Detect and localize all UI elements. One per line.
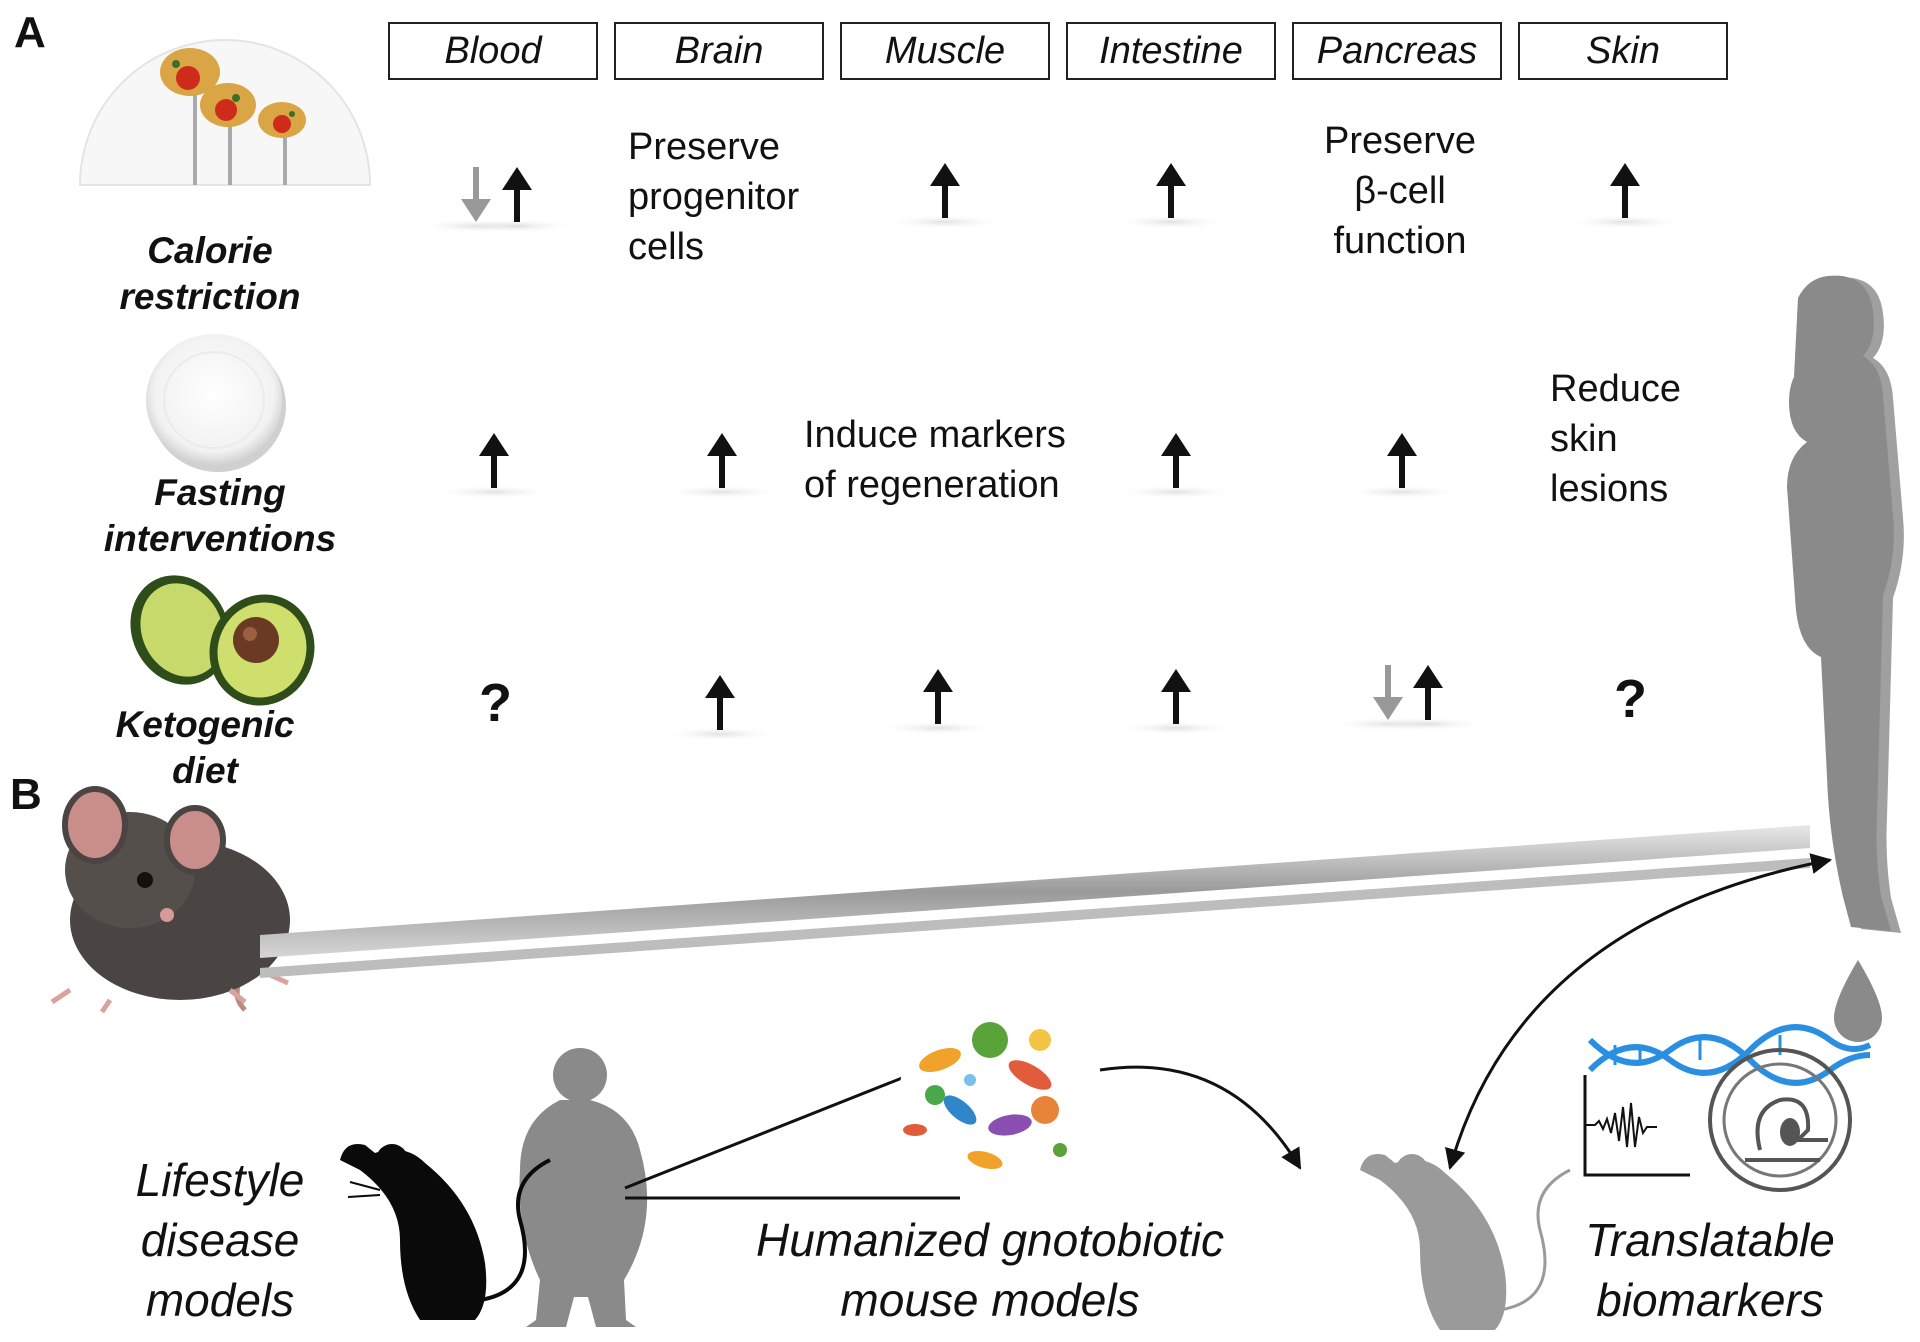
label-translatable-biomarkers: Translatable biomarkers bbox=[1585, 1214, 1835, 1326]
tissue-header-skin: Skin bbox=[1518, 22, 1728, 80]
arrow-brain-fasting-up bbox=[707, 433, 737, 488]
effect-skin-fasting: Reduce skin lesions bbox=[1550, 368, 1681, 510]
microbiome-transfer-arrow bbox=[1099, 1065, 1302, 1170]
effect-arrows bbox=[416, 163, 1685, 741]
arrow-muscle-cr-up bbox=[930, 163, 960, 218]
arrow-brain-fasting-up-shadow bbox=[662, 485, 782, 499]
label-lifestyle-models: Lifestyle disease models bbox=[135, 1154, 305, 1326]
arrow-intestine-cr-up-shadow bbox=[1111, 215, 1231, 229]
label-humanized-models: Humanized gnotobiotic mouse models bbox=[756, 1214, 1224, 1326]
arrow-muscle-cr-up-shadow bbox=[885, 215, 1005, 229]
target-mouse-icon bbox=[1360, 1154, 1571, 1330]
tissue-header-pancreas: Pancreas bbox=[1292, 22, 1502, 80]
lifestyle-mouse-icon bbox=[340, 1144, 551, 1320]
arrow-intestine-keto-up-shadow bbox=[1116, 721, 1236, 735]
arrow-intestine-keto-up bbox=[1161, 669, 1191, 724]
arrow-blood-cr-up-shadow bbox=[457, 219, 577, 233]
arrow-skin-cr-up bbox=[1610, 163, 1640, 218]
arrow-pancreas-fasting-up-shadow bbox=[1342, 485, 1462, 499]
arrow-muscle-keto-up-shadow bbox=[878, 721, 998, 735]
signal-icon bbox=[1583, 1075, 1690, 1177]
arrow-blood-cr-down bbox=[461, 167, 491, 222]
arrow-blood-cr-up bbox=[502, 167, 532, 222]
arrow-intestine-fasting-up-shadow bbox=[1116, 485, 1236, 499]
unknown-skin-ketogenic: ? bbox=[1614, 669, 1647, 729]
translation-double-arrow bbox=[1445, 853, 1833, 1171]
arrow-pancreas-keto-up-shadow bbox=[1368, 717, 1488, 731]
arrow-blood-fasting-up-shadow bbox=[434, 485, 554, 499]
obese-human-icon bbox=[519, 1048, 961, 1327]
panel-b-label: B bbox=[10, 770, 42, 819]
arrow-blood-fasting-up bbox=[479, 433, 509, 488]
arrow-brain-keto-up-shadow bbox=[660, 727, 780, 741]
empty-plate-icon bbox=[146, 334, 286, 472]
tissue-header-intestine: Intestine bbox=[1066, 22, 1276, 80]
scanner-icon bbox=[1708, 1048, 1852, 1192]
droplet-icon bbox=[1834, 960, 1882, 1042]
diet-label-fasting: Fasting interventions bbox=[103, 472, 337, 559]
effect-muscle-fasting: Induce markers of regeneration bbox=[804, 414, 1066, 506]
arrow-brain-keto-up bbox=[705, 675, 735, 730]
diet-label-calorie-restriction: Calorie restriction bbox=[119, 230, 301, 317]
tissue-header-blood: Blood bbox=[388, 22, 598, 80]
arrow-pancreas-fasting-up bbox=[1387, 433, 1417, 488]
arrow-pancreas-keto-up bbox=[1413, 665, 1443, 720]
arrow-intestine-fasting-up bbox=[1161, 433, 1191, 488]
arrow-skin-cr-up-shadow bbox=[1565, 215, 1685, 229]
microbiome-icon bbox=[900, 1000, 1080, 1180]
diet-label-ketogenic: Ketogenic diet bbox=[115, 704, 295, 791]
arrow-pancreas-keto-down bbox=[1373, 665, 1403, 720]
mouse-photo-icon bbox=[50, 786, 290, 1014]
timeline-rail bbox=[260, 825, 1810, 978]
human-silhouette-icon bbox=[1787, 275, 1904, 933]
unknown-blood-ketogenic: ? bbox=[479, 673, 512, 733]
effect-pancreas-calorie-restriction: Preserve β-cell function bbox=[1323, 120, 1477, 262]
tissue-header-muscle: Muscle bbox=[840, 22, 1050, 80]
tissue-header-brain: Brain bbox=[614, 22, 824, 80]
avocado-icon bbox=[130, 575, 315, 706]
pasta-forks-icon bbox=[78, 39, 372, 186]
panel-a-label: A bbox=[14, 8, 46, 57]
dna-icon bbox=[1587, 1024, 1872, 1086]
arrow-muscle-keto-up bbox=[923, 669, 953, 724]
arrow-intestine-cr-up bbox=[1156, 163, 1186, 218]
effect-brain-calorie-restriction: Preserve progenitor cells bbox=[628, 126, 800, 268]
